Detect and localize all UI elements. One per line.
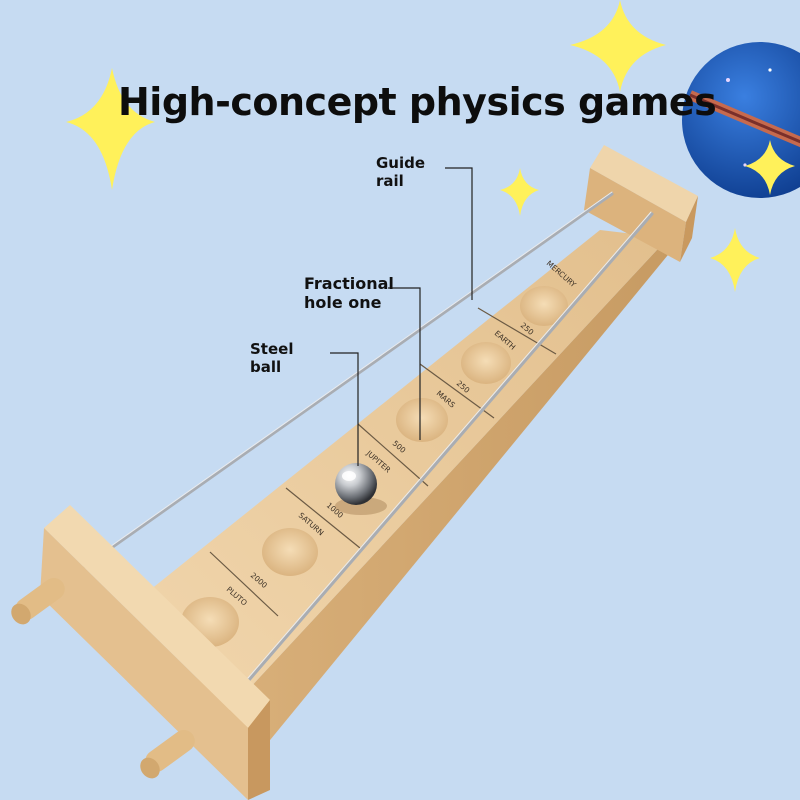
board-side [220, 238, 672, 745]
board-top [150, 230, 668, 720]
board-holes [181, 286, 568, 647]
peg-upper [11, 578, 65, 625]
star-icon [570, 0, 666, 92]
star-icon [745, 140, 795, 195]
hole [396, 398, 448, 442]
callout-fractional-hole: Fractional hole one [304, 274, 394, 312]
steel-ball [335, 463, 387, 515]
end-block-left [40, 505, 270, 800]
callout-steel-ball: Steel ball [250, 340, 294, 376]
hole [262, 528, 318, 576]
hole [520, 286, 568, 326]
headline: High-concept physics games [118, 80, 717, 124]
guide-rails [64, 192, 654, 697]
peg-lower [140, 730, 195, 779]
star-icon [500, 168, 539, 216]
star-icon [710, 228, 760, 292]
callout-leaders [330, 167, 473, 466]
star-icon [66, 68, 155, 190]
callout-guide-rail: Guide rail [376, 154, 426, 190]
hole [461, 342, 511, 384]
end-block-right [584, 145, 698, 262]
